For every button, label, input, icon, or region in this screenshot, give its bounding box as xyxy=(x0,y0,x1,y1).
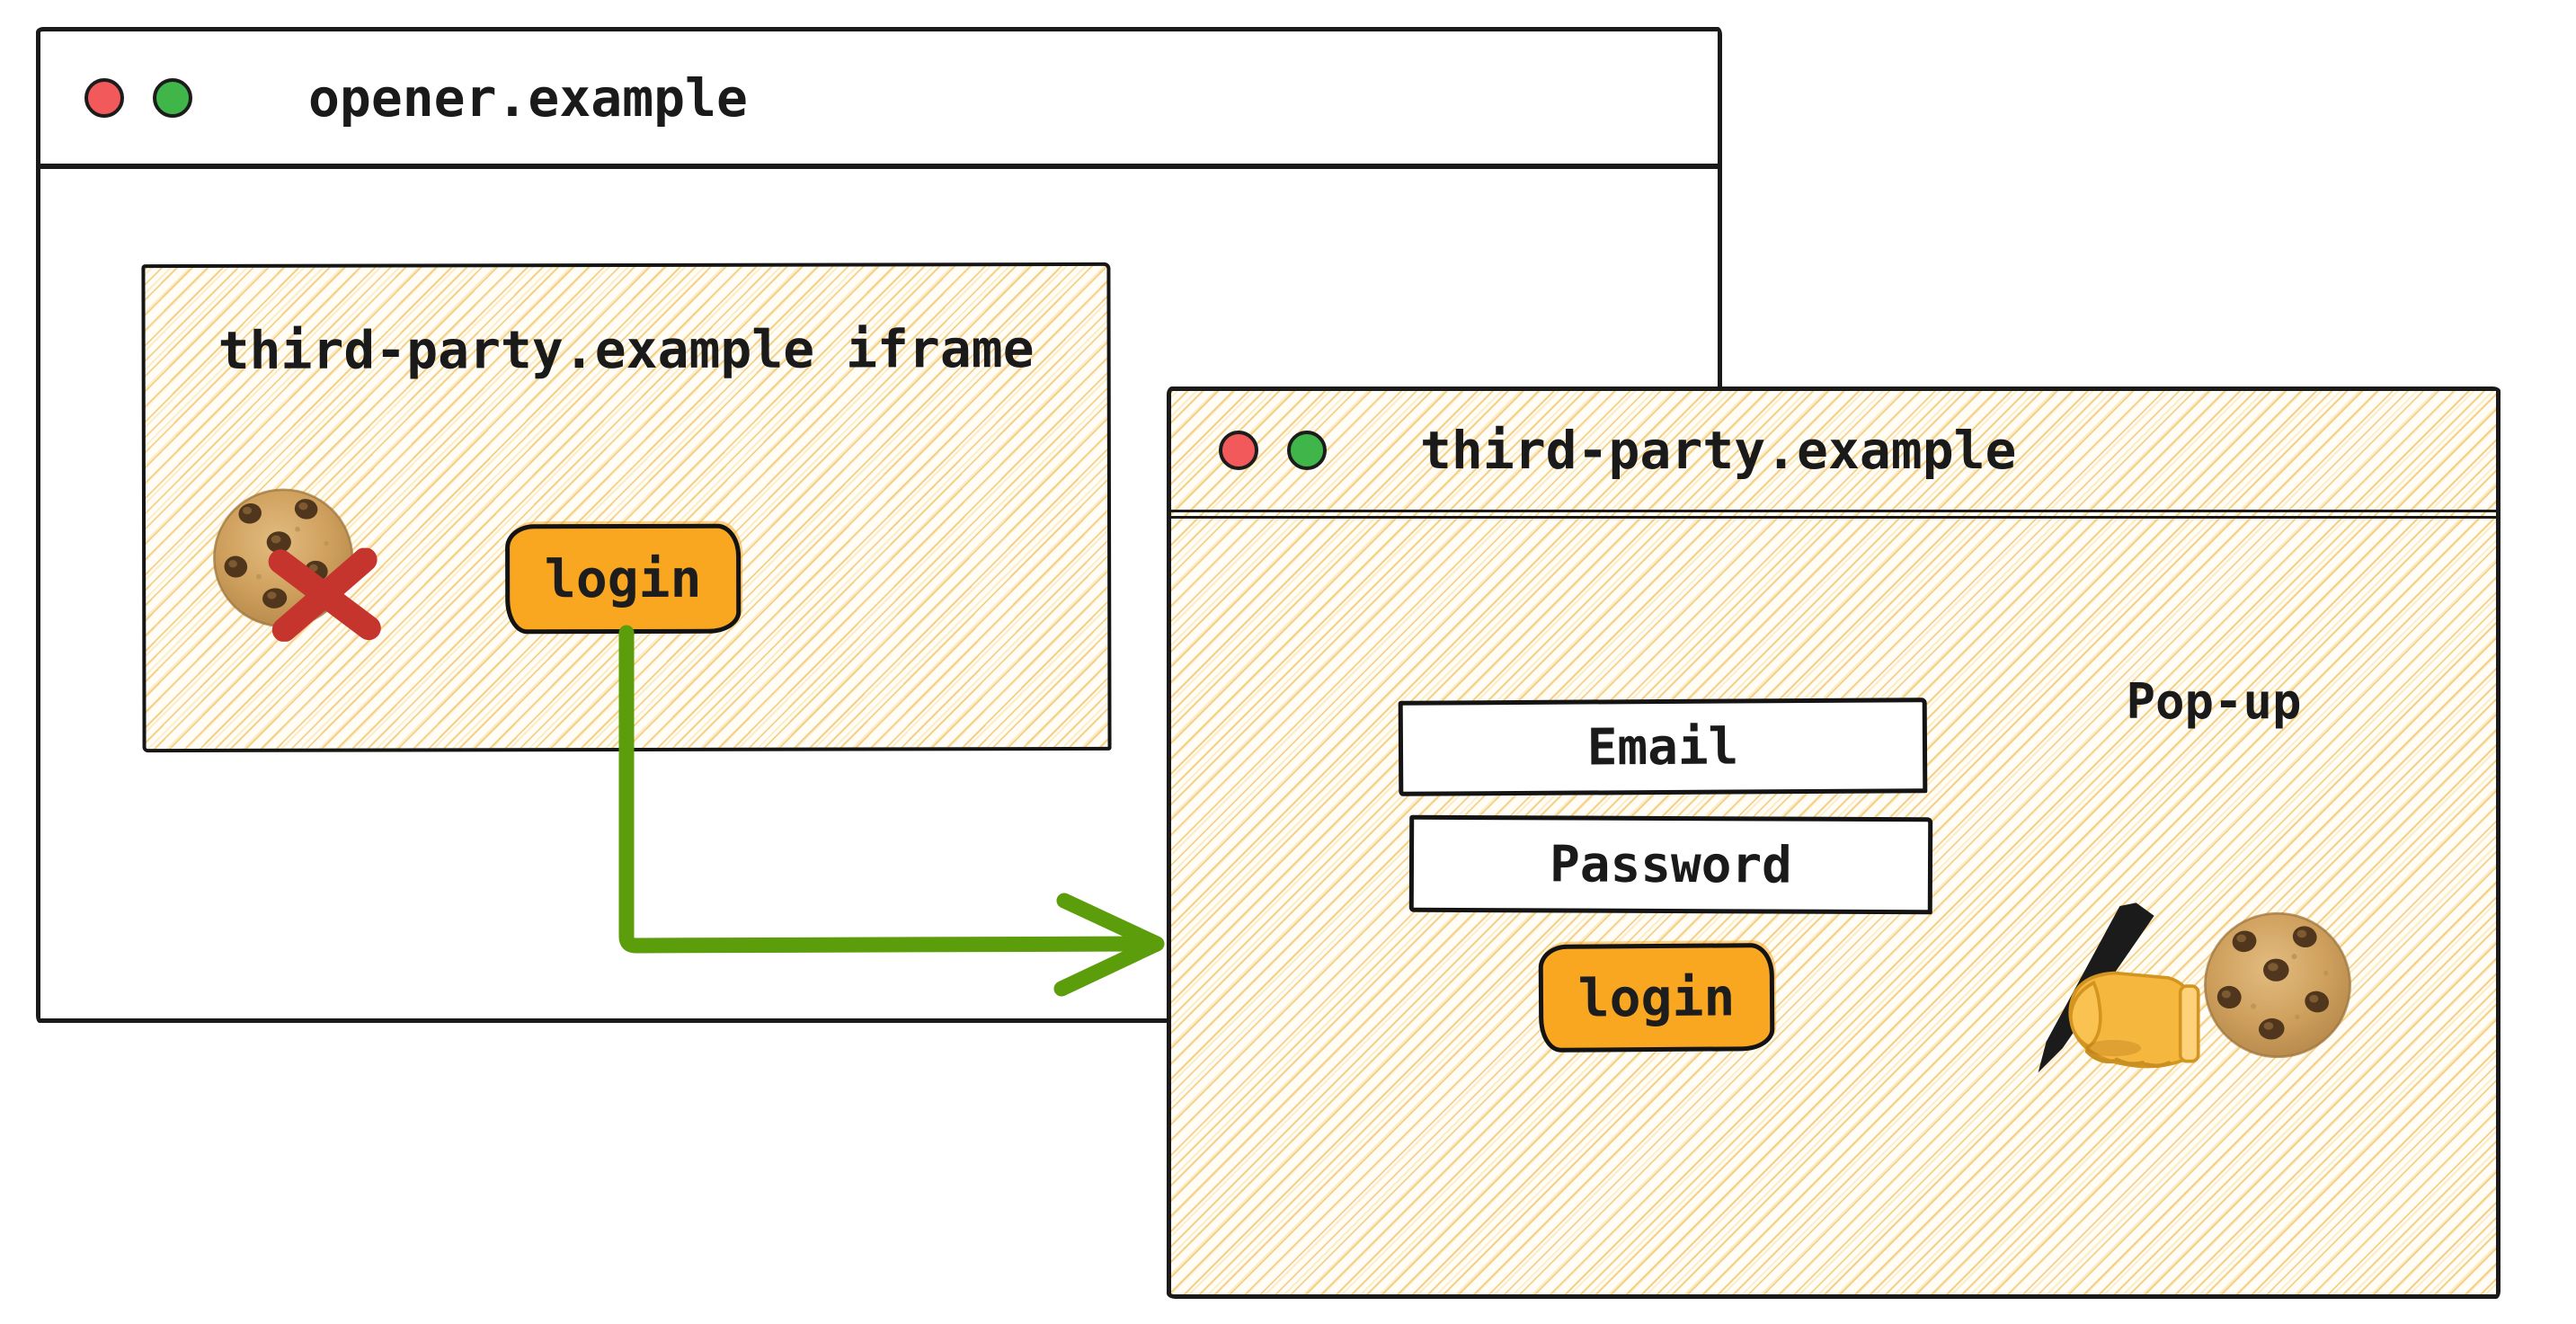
popup-window-title: third-party.example xyxy=(1420,420,2017,481)
close-button[interactable] xyxy=(84,77,124,118)
opener-window-title: opener.example xyxy=(308,67,748,129)
close-button[interactable] xyxy=(1219,431,1258,470)
writing-hand-icon xyxy=(2038,902,2200,1073)
popup-window: third-party.example Pop-up Email Passwor… xyxy=(1167,387,2500,1299)
popup-titlebar: third-party.example xyxy=(1169,391,2498,519)
popup-login-button[interactable]: login xyxy=(1538,943,1775,1053)
iframe-title: third-party.example iframe xyxy=(218,318,1035,381)
third-party-iframe: third-party.example iframe xyxy=(141,262,1112,753)
opener-titlebar: opener.example xyxy=(40,31,1718,169)
minimize-button[interactable] xyxy=(1287,431,1327,470)
blocked-cross-icon xyxy=(268,547,381,642)
minimize-button[interactable] xyxy=(153,77,192,118)
password-field[interactable]: Password xyxy=(1408,814,1933,915)
popup-label: Pop-up xyxy=(2126,673,2302,730)
iframe-login-button[interactable]: login xyxy=(505,523,742,635)
email-field[interactable]: Email xyxy=(1398,698,1928,796)
cookie-icon xyxy=(2204,911,2351,1059)
